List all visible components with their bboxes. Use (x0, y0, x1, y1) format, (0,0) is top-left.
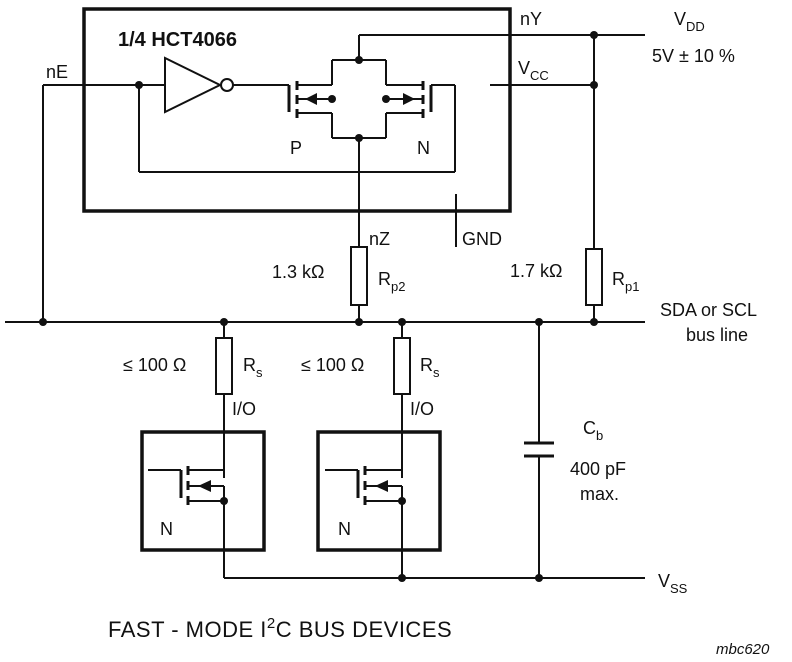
rs1-value: ≤ 100 Ω (123, 355, 186, 375)
vss-label: VSS (658, 571, 688, 596)
rs2-label: Rs (420, 355, 440, 380)
cb-note: max. (580, 484, 619, 504)
ny-pin-label: nY (520, 9, 542, 29)
rp1-value: 1.7 kΩ (510, 261, 562, 281)
inverter-symbol (164, 56, 291, 114)
vcc-label: VCC (518, 58, 549, 83)
vdd-label: VDD (674, 9, 705, 34)
p-mos-transistor (295, 81, 332, 118)
chip-title: 1/4 HCT4066 (118, 29, 237, 51)
bus-label-line2: bus line (686, 325, 748, 345)
io1-label: I/O (232, 399, 256, 419)
rp2-value: 1.3 kΩ (272, 262, 324, 282)
nz-pin-label: nZ (369, 229, 390, 249)
rp1-resistor (585, 35, 603, 326)
rs2-value: ≤ 100 Ω (301, 355, 364, 375)
rs-resistor-2 (393, 318, 411, 478)
cb-capacitor (524, 318, 554, 582)
vdd-spec: 5V ± 10 % (652, 46, 735, 66)
rs1-label: Rs (243, 355, 263, 380)
n-transistor-label: N (417, 138, 430, 158)
switch-wiring (328, 35, 390, 247)
bus-label-line1: SDA or SCL (660, 300, 757, 320)
enable-wiring (39, 81, 456, 326)
device-2-box (316, 430, 442, 582)
rp1-label: Rp1 (612, 269, 639, 294)
device-1-n-label: N (160, 519, 173, 539)
cb-label: Cb (583, 418, 603, 443)
ne-pin-label: nE (46, 62, 68, 82)
n-mos-transistor (386, 81, 455, 118)
rp2-label: Rp2 (378, 269, 405, 294)
device-2-n-label: N (338, 519, 351, 539)
gnd-label: GND (462, 229, 502, 249)
io2-label: I/O (410, 399, 434, 419)
hct4066-chip-box (82, 7, 512, 213)
figure-caption: FAST - MODE I2C BUS DEVICES (108, 615, 452, 642)
figure-id: mbc620 (716, 641, 770, 658)
rp2-resistor (350, 246, 368, 326)
cb-value: 400 pF (570, 459, 626, 479)
device-1-box (140, 430, 266, 578)
rs-resistor-1 (215, 318, 233, 478)
p-transistor-label: P (290, 138, 302, 158)
